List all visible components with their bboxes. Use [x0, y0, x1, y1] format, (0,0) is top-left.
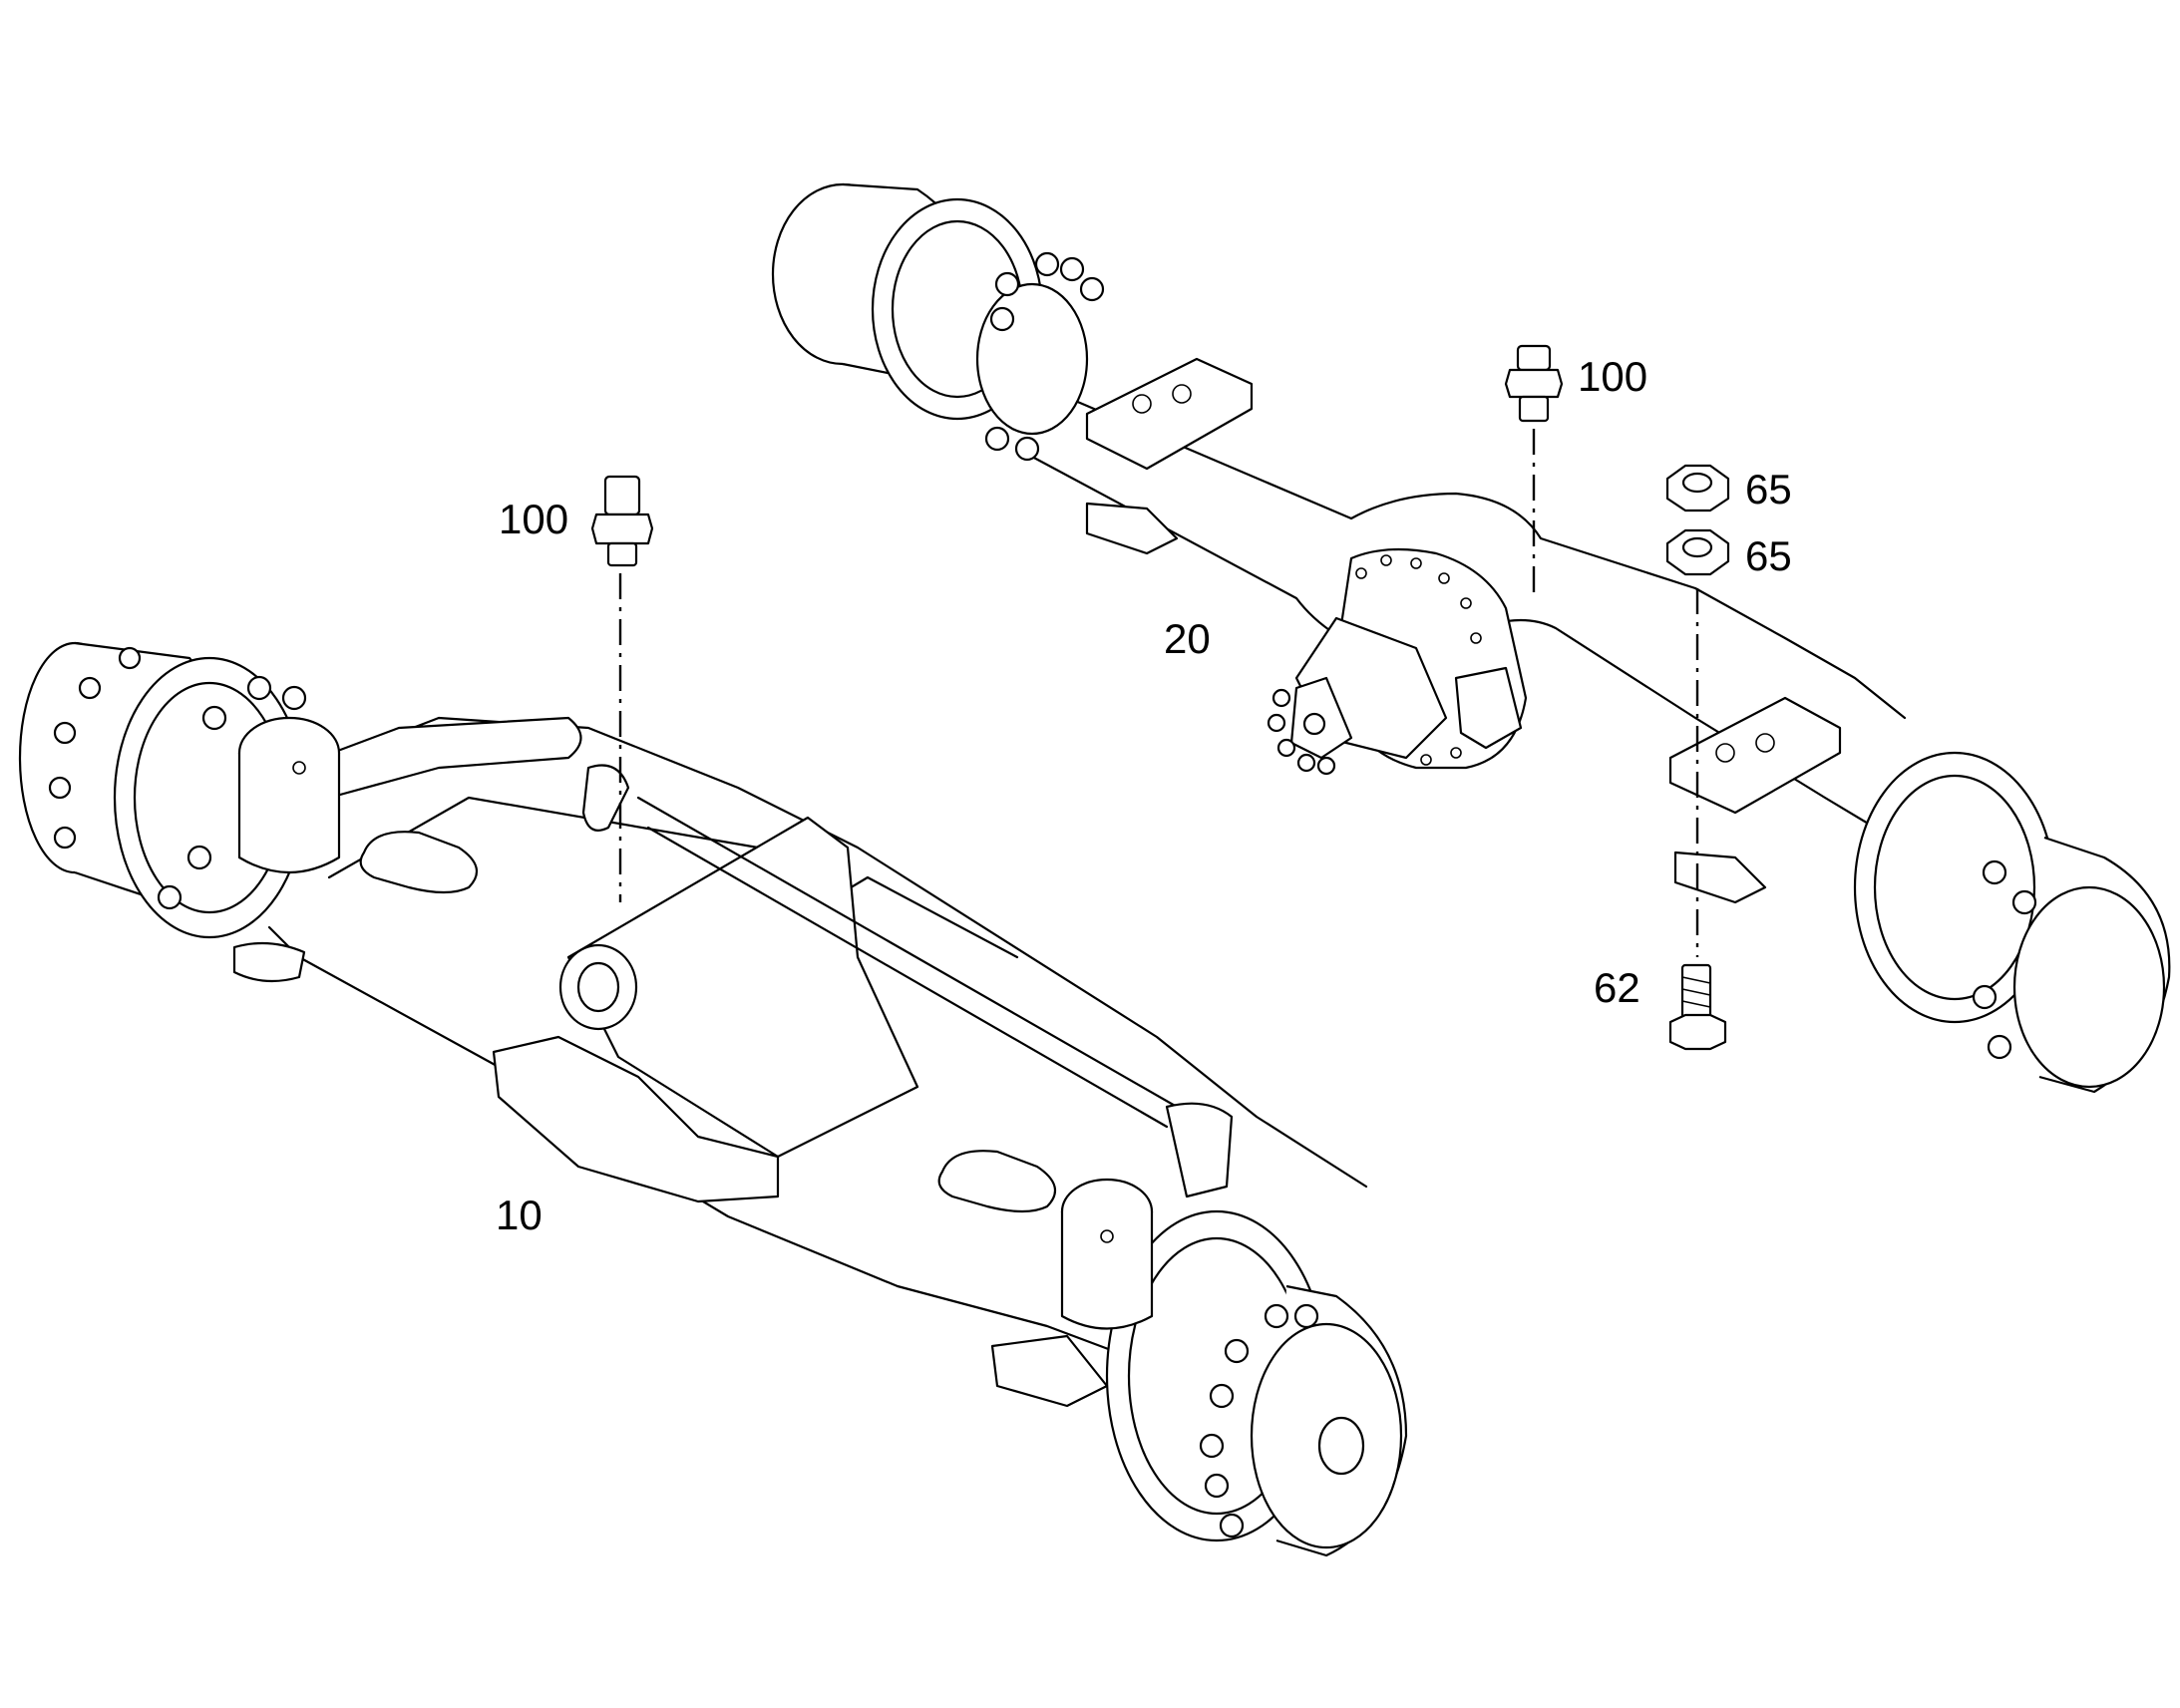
front-right-wheel-studs	[1199, 1303, 1319, 1538]
rear-right-hub-cap	[2012, 885, 2166, 1089]
front-right-steering-lever	[990, 1334, 1109, 1408]
breather-front	[590, 475, 654, 567]
front-right-kingpin-body	[1060, 1211, 1154, 1330]
rear-right-spring-pad	[1668, 696, 1842, 815]
rear-axle	[771, 182, 2171, 1094]
front-right-hub-centre	[1317, 1416, 1365, 1476]
callout-bolt: 62	[1594, 964, 1640, 1011]
front-axle	[18, 641, 1408, 1557]
nut-upper	[1665, 464, 1730, 512]
front-spring-seat	[492, 1035, 780, 1203]
front-left-lower-kingpin	[232, 941, 306, 983]
callout-front-axle: 10	[496, 1192, 543, 1238]
callout-nut-upper: 65	[1745, 466, 1792, 512]
front-left-kingpin-body	[237, 753, 341, 873]
front-tie-rod-bottom	[646, 826, 1169, 1129]
rear-pinion-studs	[1267, 688, 1336, 776]
front-centre-bracket	[566, 816, 919, 1159]
rear-right-lower-pad	[1673, 851, 1767, 904]
front-left-wheel-studs	[48, 646, 307, 910]
callout-nut-lower: 65	[1745, 532, 1792, 579]
nut-lower	[1665, 528, 1730, 576]
rear-right-wheel-studs	[1972, 859, 2037, 1060]
front-steering-arm-ball	[581, 764, 630, 832]
front-beam-cutout-left	[359, 831, 479, 894]
front-right-steering-knuckle	[1165, 1102, 1234, 1198]
rear-left-spring-pad	[1085, 357, 1254, 471]
bolt	[1668, 963, 1727, 1051]
front-beam-cutout-right	[937, 1150, 1057, 1213]
front-bracket-eye	[558, 943, 638, 1031]
front-tie-rod-top	[636, 796, 1179, 1109]
rear-left-hub-flange	[975, 282, 1089, 436]
rear-axle-tube-upper	[1010, 372, 1907, 720]
rear-left-lower-pad	[1085, 502, 1179, 555]
rear-diff-cover-plate	[1454, 666, 1523, 750]
callout-breather-front: 100	[499, 496, 569, 542]
rear-right-brake-ring	[1873, 774, 2036, 1001]
callout-breather-rear: 100	[1578, 353, 1648, 400]
rear-left-wheel-studs	[984, 251, 1105, 462]
breather-rear	[1504, 344, 1564, 423]
front-axle-beam-upper	[307, 716, 1368, 1189]
callout-rear-axle: 20	[1164, 615, 1211, 662]
front-steering-arm	[317, 716, 582, 800]
